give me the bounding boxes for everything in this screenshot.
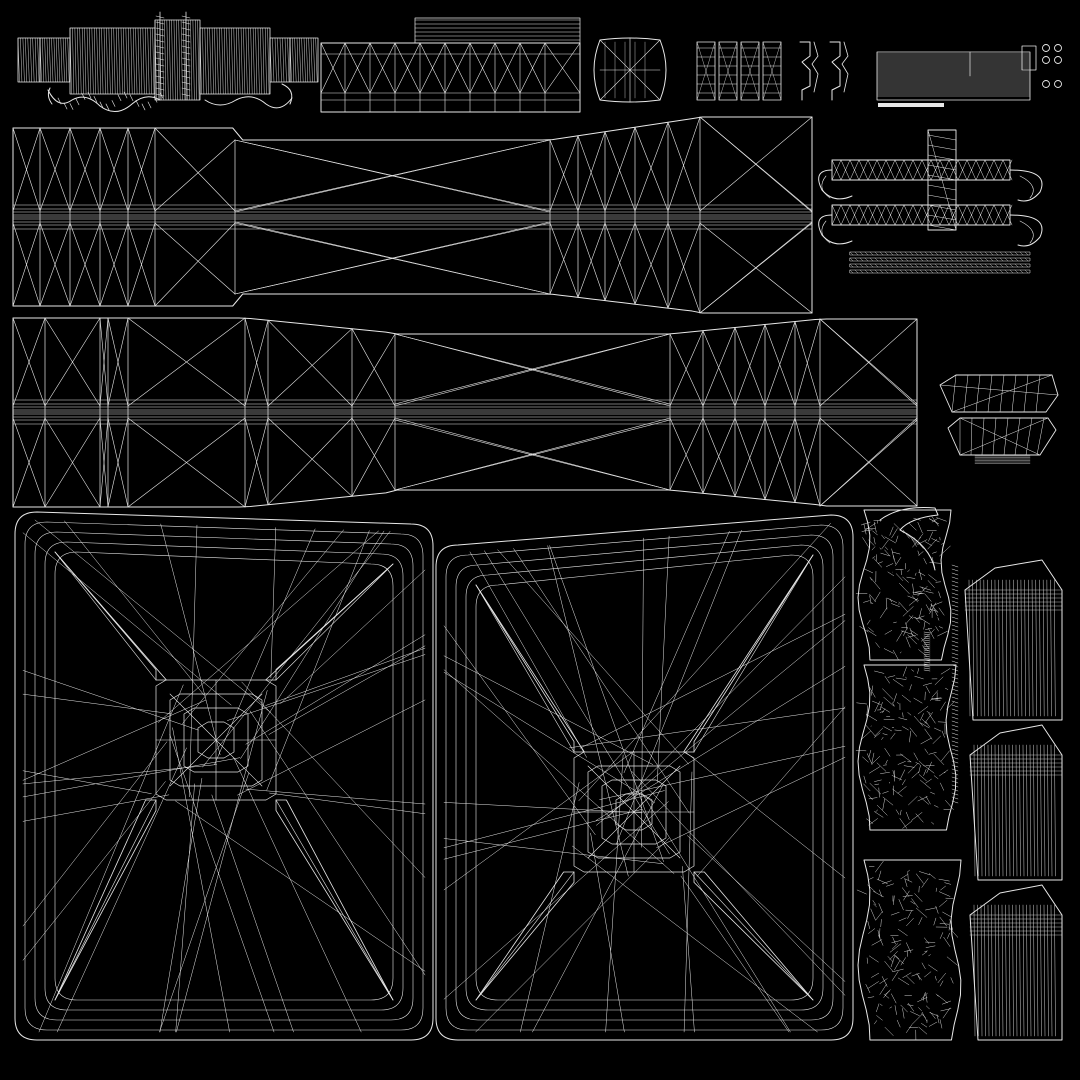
cylinder-top [17,11,319,112]
wire-layer [12,11,1063,1041]
barrel-lower [12,317,918,508]
small-cells [696,41,782,101]
curl-parts [818,129,1043,274]
hooks [799,41,849,101]
barrel-lower-diagonals [394,318,918,507]
barrel-upper [12,116,813,314]
dense-panels [855,507,1063,1041]
grip-left [14,511,434,1041]
striped-block [876,44,1062,107]
oval-cap [593,37,667,103]
frame-top [320,17,581,113]
barrel-upper-diagonals [234,116,813,314]
bracket [939,374,1059,464]
grip-right [435,514,854,1041]
